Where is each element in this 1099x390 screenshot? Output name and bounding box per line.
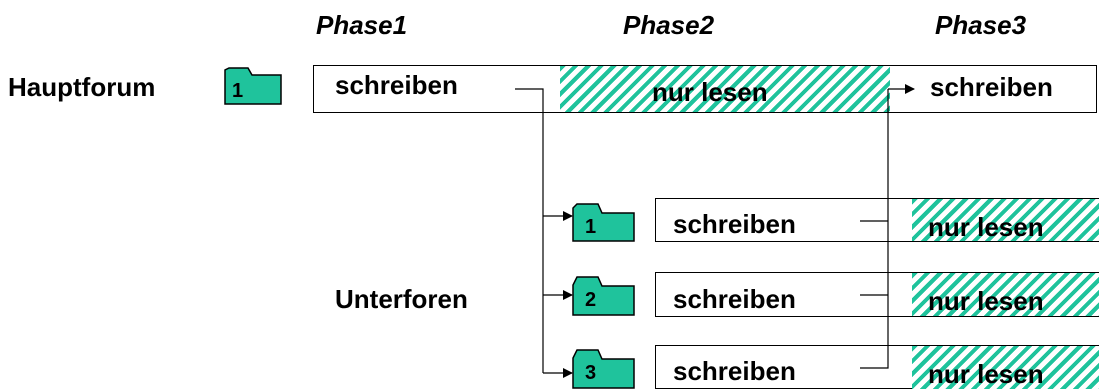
sub-forum-3-folder-number: 3 xyxy=(585,362,597,384)
phase3-header: Phase3 xyxy=(935,10,1027,40)
main-forum-folder-icon xyxy=(224,67,282,105)
sub-forum-3-write-text: schreiben xyxy=(673,356,796,386)
main-forum-phase1-text: schreiben xyxy=(335,70,458,100)
sub-forum-2-read-hatch xyxy=(912,273,1099,316)
phase2-header: Phase2 xyxy=(623,10,715,40)
main-to-sub-line xyxy=(515,88,544,373)
main-forum-phase2-hatch xyxy=(560,66,890,112)
sub-forum-1-folder-number: 1 xyxy=(585,216,597,238)
main-forum-folder-number: 1 xyxy=(232,80,244,102)
sub-forum-1-read-hatch xyxy=(912,199,1099,241)
sub-return-vertical xyxy=(860,89,889,369)
sub-forum-3-read-text: nur lesen xyxy=(928,359,1044,389)
sub-forum-3-folder-icon xyxy=(572,349,635,389)
sub-forum-2-folder-icon xyxy=(572,276,635,316)
sub-forum-1-read-text: nur lesen xyxy=(928,212,1044,242)
sub-forum-2-read-text: nur lesen xyxy=(928,286,1044,316)
sub-forum-1-folder-icon xyxy=(572,203,635,242)
sub-forum-1-write-text: schreiben xyxy=(673,209,796,239)
sub-forum-3-read-hatch xyxy=(912,346,1099,389)
main-forum-label: Hauptforum xyxy=(8,72,156,102)
main-forum-phase3-text: schreiben xyxy=(930,72,1053,102)
sub-forums-label: Unterforen xyxy=(335,284,468,314)
sub-forum-2-write-text: schreiben xyxy=(673,284,796,314)
sub-forum-2-folder-number: 2 xyxy=(585,289,597,311)
main-forum-phase2-text: nur lesen xyxy=(652,77,768,107)
phase1-header: Phase1 xyxy=(316,10,408,40)
